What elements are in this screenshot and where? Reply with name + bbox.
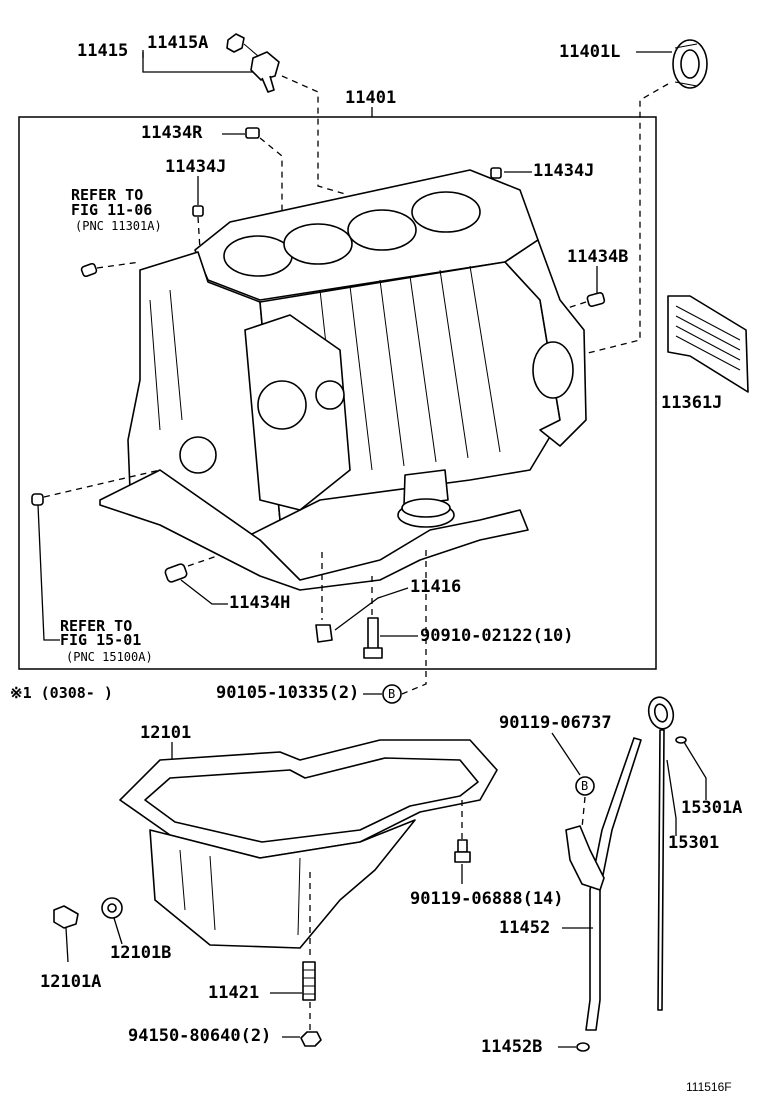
cover-11361J-part[interactable] [667,295,749,393]
label-11416[interactable]: 11416 [410,577,461,597]
refer-bottom-line2: FIG 15-01 [60,631,141,649]
label-15301A[interactable]: 15301A [681,798,742,818]
figure-id: 111516F [686,1080,732,1094]
pin-11434J-right-part[interactable] [490,167,502,179]
cylinder-block-part[interactable] [99,169,587,591]
stud-11421-part[interactable] [302,961,316,1001]
label-12101[interactable]: 12101 [140,723,191,743]
pin-11434H-part[interactable] [164,563,188,583]
refer-bottom-line1: REFER TO [60,617,132,635]
label-12101A[interactable]: 12101A [40,972,101,992]
ref-b-text-1: B [388,687,395,701]
refer-bottom-line3: (PNC 15100A) [66,650,153,664]
refer-top-line3: (PNC 11301A) [75,219,162,233]
nut-94150-part[interactable] [300,1031,322,1047]
gasket-12101B-part[interactable] [101,897,123,919]
label-11434H[interactable]: 11434H [229,593,290,613]
pin-bottom-left-part[interactable] [31,493,44,506]
oil-pan-part[interactable] [119,739,498,949]
o-ring-15301A-part[interactable] [675,736,687,744]
cylinder-block-frame [18,116,657,670]
label-94150-80640[interactable]: 94150-80640(2) [128,1026,271,1046]
label-11434J-right[interactable]: 11434J [533,161,594,181]
note-1: ※1 (0308- ) [10,684,113,702]
label-90910-02122[interactable]: 90910-02122(10) [420,626,574,646]
ref-b-circle-2 [575,776,595,796]
label-90105-10335[interactable]: 90105-10335(2) [216,683,359,703]
label-11434B[interactable]: 11434B [567,247,628,267]
label-90119-06888[interactable]: 90119-06888(14) [410,889,564,909]
label-11401L[interactable]: 11401L [559,42,620,62]
oil-filler-plug-part[interactable] [226,33,280,93]
ref-b-circle-1 [382,684,402,704]
pin-11434R-part[interactable] [245,127,260,139]
dipstick-guide-11452-part[interactable] [565,737,642,1031]
label-11452B[interactable]: 11452B [481,1037,542,1057]
label-11434R[interactable]: 11434R [141,123,203,143]
label-11415A[interactable]: 11415A [147,33,208,53]
o-ring-11452B-part[interactable] [576,1042,590,1052]
label-11434J-left[interactable]: 11434J [165,157,226,177]
pin-11434J-left-part[interactable] [192,205,204,217]
plug-11416-part[interactable] [315,624,333,643]
refer-top-line1: REFER TO [71,186,143,204]
ref-b-text-2: B [581,779,588,793]
label-12101B[interactable]: 12101B [110,943,171,963]
pin-11434B-part[interactable] [586,292,606,308]
label-11452[interactable]: 11452 [499,918,550,938]
oil-seal-part[interactable] [672,39,708,89]
bolt-90119-06888-part[interactable] [454,839,471,863]
label-11415[interactable]: 11415 [77,41,128,61]
drain-plug-12101A-part[interactable] [53,905,79,929]
label-11401[interactable]: 11401 [345,88,396,108]
label-11421[interactable]: 11421 [208,983,259,1003]
label-90119-06737[interactable]: 90119-06737 [499,713,612,733]
label-11361J[interactable]: 11361J [661,393,722,413]
refer-top-line2: FIG 11-06 [71,201,152,219]
bolt-90910-part[interactable] [363,617,383,659]
dipstick-15301-part[interactable] [645,694,676,1011]
pin-left-part[interactable] [80,262,98,278]
label-15301[interactable]: 15301 [668,833,719,853]
